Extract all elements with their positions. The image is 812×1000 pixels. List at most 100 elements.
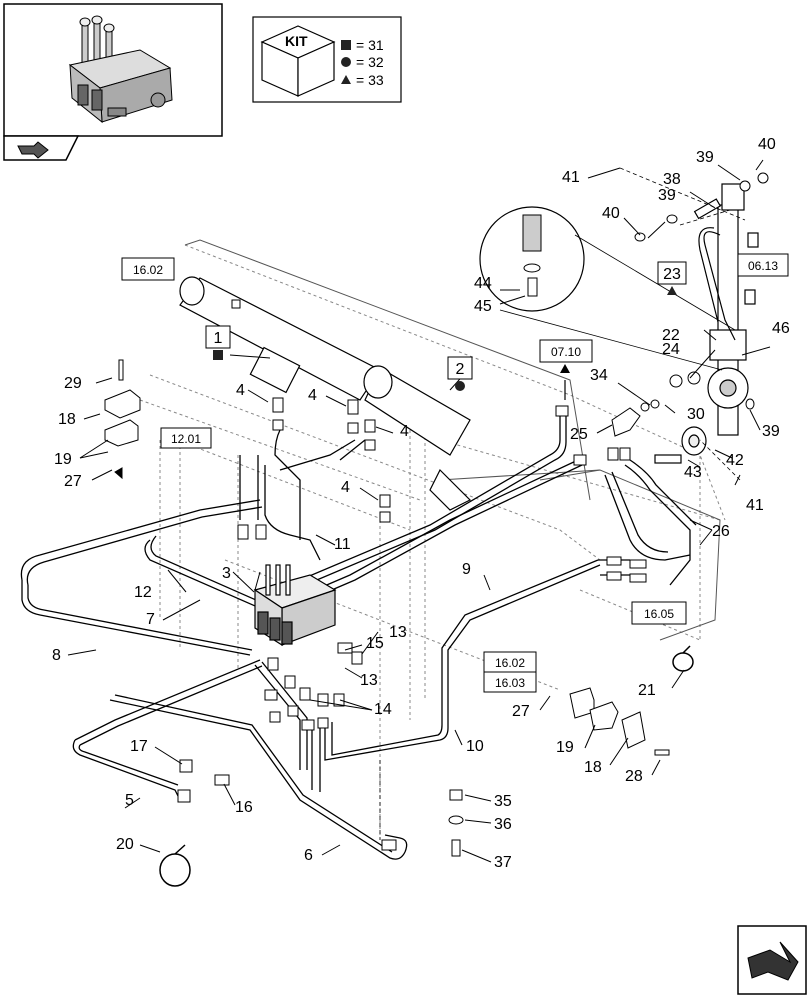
square-kit-icon <box>213 350 223 360</box>
part-label: 41 <box>562 169 580 186</box>
part-label: 16 <box>235 799 253 816</box>
bolt-43[interactable] <box>654 454 682 464</box>
circle-kit-icon <box>455 381 465 391</box>
dashed-leaders <box>379 167 746 840</box>
part-label: 27 <box>64 473 82 490</box>
kit-label: KIT <box>285 33 308 49</box>
part-label: 18 <box>58 411 76 428</box>
section-ref-16.03[interactable]: 16.03 <box>483 671 537 693</box>
part-label: 6 <box>304 847 313 864</box>
section-ref-16.02-top[interactable]: 16.02 <box>121 257 175 281</box>
part-box-1[interactable]: 1 <box>205 325 231 360</box>
part-label: 38 <box>663 171 681 188</box>
clamp-set-left[interactable] <box>104 359 141 480</box>
part-label: 40 <box>758 136 776 153</box>
part-label: 3 <box>222 565 231 582</box>
part-label: 7 <box>146 611 155 628</box>
part-label: 25 <box>570 426 588 443</box>
triangle-symbol-icon <box>341 75 351 84</box>
part-label: 24 <box>662 341 680 358</box>
part-label: 39 <box>696 149 714 166</box>
part-label: 13 <box>389 624 407 641</box>
washer-42[interactable] <box>681 426 707 456</box>
control-valve[interactable] <box>253 564 337 647</box>
triangle-kit-icon <box>667 286 677 295</box>
part-label: 39 <box>658 187 676 204</box>
part-label: 19 <box>556 739 574 756</box>
part-label: 46 <box>772 320 790 337</box>
chassis-outline <box>139 244 726 840</box>
part-label: 42 <box>726 452 744 469</box>
fitting-set-34[interactable] <box>611 172 769 437</box>
part-label: 40 <box>602 205 620 222</box>
next-page-arrow-icon[interactable] <box>737 925 807 995</box>
part-label: 26 <box>712 523 730 540</box>
kit-row-triangle: = 33 <box>356 72 384 88</box>
svg-text:12.01: 12.01 <box>171 432 201 446</box>
section-ref-12.01[interactable]: 12.01 <box>160 427 212 449</box>
svg-text:16.02: 16.02 <box>133 263 163 277</box>
part-label: 30 <box>687 406 705 423</box>
part-box-2[interactable]: 2 <box>447 356 473 391</box>
detail-zoom-circle <box>479 206 736 371</box>
part-label: 27 <box>512 703 530 720</box>
part-label: 4 <box>400 423 409 440</box>
svg-text:16.02: 16.02 <box>495 656 525 670</box>
part-label: 35 <box>494 793 512 810</box>
fittings[interactable] <box>177 299 647 857</box>
part-label: 36 <box>494 816 512 833</box>
part-label: 12 <box>134 584 152 601</box>
frame-solid <box>184 239 721 641</box>
part-label: 15 <box>366 635 384 652</box>
part-label: 29 <box>64 375 82 392</box>
boom-cylinder-1[interactable] <box>179 276 381 401</box>
part-label: 4 <box>308 387 317 404</box>
part-label: 41 <box>746 497 764 514</box>
svg-text:07.10: 07.10 <box>551 345 581 359</box>
section-ref-16.02-bottom[interactable]: 16.02 <box>483 651 537 673</box>
part-label: 43 <box>684 464 702 481</box>
part-label: 4 <box>341 479 350 496</box>
back-arrow-icon[interactable] <box>17 141 49 159</box>
part-label: 19 <box>54 451 72 468</box>
part-label: 17 <box>130 738 148 755</box>
part-label: 8 <box>52 647 61 664</box>
kit-row-circle: = 32 <box>356 54 384 70</box>
part-label: 45 <box>474 298 492 315</box>
svg-text:2: 2 <box>456 361 465 378</box>
part-label: 13 <box>360 672 378 689</box>
svg-text:23: 23 <box>663 266 681 283</box>
kit-legend: KIT = 31 = 32 = 33 <box>252 16 402 103</box>
part-label: 37 <box>494 854 512 871</box>
part-box-23[interactable]: 23 <box>657 261 687 295</box>
part-label: 34 <box>590 367 608 384</box>
part-label: 10 <box>466 738 484 755</box>
part-label: 22 <box>662 327 680 344</box>
steering-cylinder[interactable] <box>693 183 759 436</box>
circle-symbol-icon <box>341 57 351 67</box>
svg-text:06.13: 06.13 <box>748 259 778 273</box>
hydraulic-tubes[interactable] <box>20 408 697 860</box>
square-symbol-icon <box>341 40 351 50</box>
boom-cylinder-2[interactable] <box>363 365 472 511</box>
leader-lines <box>67 159 771 863</box>
section-ref-16.05[interactable]: 16.05 <box>631 601 687 625</box>
hose-clips[interactable] <box>159 645 694 887</box>
part-label: 14 <box>374 701 392 718</box>
section-ref-07.10[interactable]: 07.10 <box>539 339 593 363</box>
svg-text:16.05: 16.05 <box>644 607 674 621</box>
part-label: 44 <box>474 275 492 292</box>
part-label: 18 <box>584 759 602 776</box>
part-label: 4 <box>236 382 245 399</box>
part-label: 39 <box>762 423 780 440</box>
up-arrow-icon <box>560 364 570 400</box>
svg-text:1: 1 <box>214 330 223 347</box>
thumbnail-panel[interactable] <box>3 3 223 161</box>
part-label: 11 <box>334 536 351 553</box>
section-ref-06.13[interactable]: 06.13 <box>737 253 789 277</box>
part-labels: 29 18 19 27 4 4 4 4 11 12 7 8 3 15 13 13… <box>52 136 790 871</box>
kit-row-square: = 31 <box>356 37 384 53</box>
svg-text:16.03: 16.03 <box>495 676 525 690</box>
part-label: 28 <box>625 768 643 785</box>
